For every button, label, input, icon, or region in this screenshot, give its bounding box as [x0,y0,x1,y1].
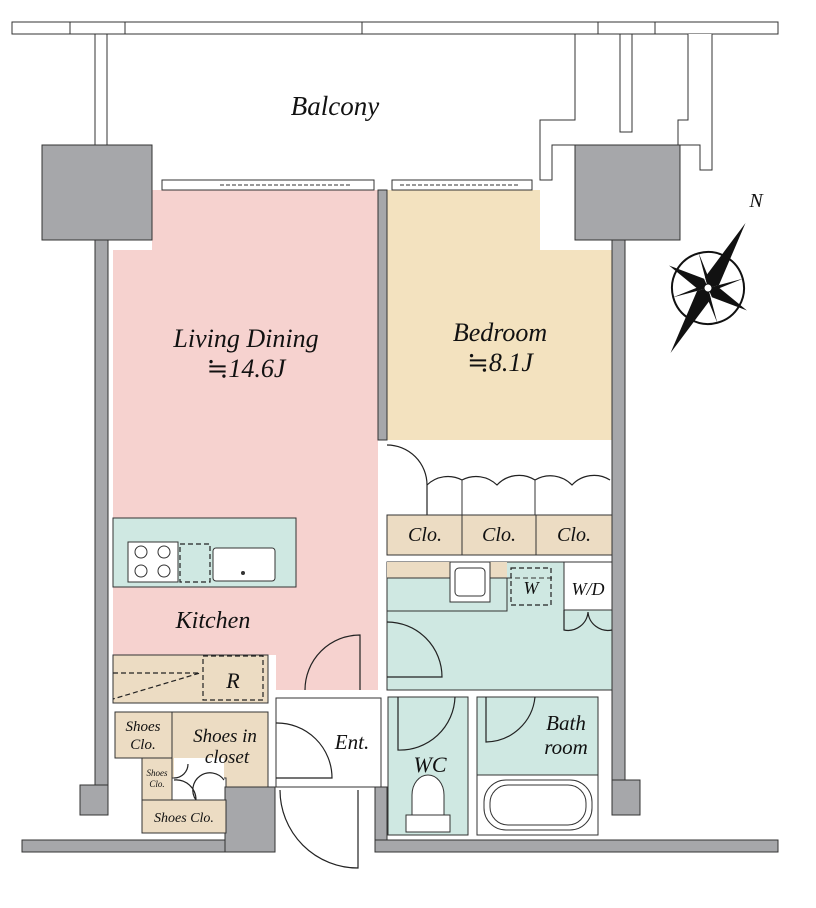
compass-north-label: N [748,190,764,212]
entrance-area [275,697,382,788]
living-dining-size: ≒14.6J [207,354,287,383]
closet-1-label: Clo. [408,524,442,546]
stove-icon [127,541,179,583]
living-door[interactable] [304,634,361,691]
living-dining-label: Living Dining [172,324,318,353]
shoes-clo-bottom: Shoes Clo. [154,811,214,826]
toilet-icon [405,774,451,833]
washer-label: W [524,578,541,598]
bathtub-icon [483,779,593,831]
washer-dryer-space [563,561,613,611]
bedroom-label: Bedroom [453,318,547,347]
closet-2-label: Clo. [482,524,516,546]
bathroom-label-line1: Bath [546,711,586,735]
closets [386,514,613,556]
balcony-railing [11,21,779,35]
kitchen-label: Kitchen [175,608,251,634]
wc-door[interactable] [397,696,456,751]
shoes-in-closet-line1: Shoes in [193,726,257,747]
bathroom-door[interactable] [485,696,536,743]
shoes-closet-bottom [141,799,227,834]
bedroom-size: ≒8.1J [467,348,534,377]
bathroom-area [476,696,599,776]
closet-doors[interactable] [386,444,611,515]
bedroom-area [387,190,612,440]
washer-dryer-label: W/D [572,579,605,599]
refrigerator-label: R [225,668,240,693]
washer-space [510,567,552,606]
wc-label: WC [414,752,447,777]
entrance-label: Ent. [334,730,369,754]
shoes-clo-small-line1: Shoes [147,768,168,778]
balcony-walls [94,33,713,181]
balcony-label: Balcony [291,91,379,121]
kitchen-shelf [112,654,269,704]
front-door[interactable] [279,789,359,869]
shoes-clo-small-line2: Clo. [149,779,164,789]
vanity [386,561,555,612]
closet-3-label: Clo. [557,524,591,546]
walls [21,144,779,853]
sink-icon [212,547,276,582]
entrance-closet-door[interactable] [275,722,333,779]
shoes-clo-top-line2: Clo. [130,737,155,753]
windows [161,179,533,191]
washroom-door[interactable] [386,621,443,678]
compass-icon [669,223,747,353]
bathroom-label-line2: room [544,735,588,759]
shoes-clo-top-line1: Shoes [126,719,161,735]
shoes-in-closet-line2: closet [205,747,250,768]
